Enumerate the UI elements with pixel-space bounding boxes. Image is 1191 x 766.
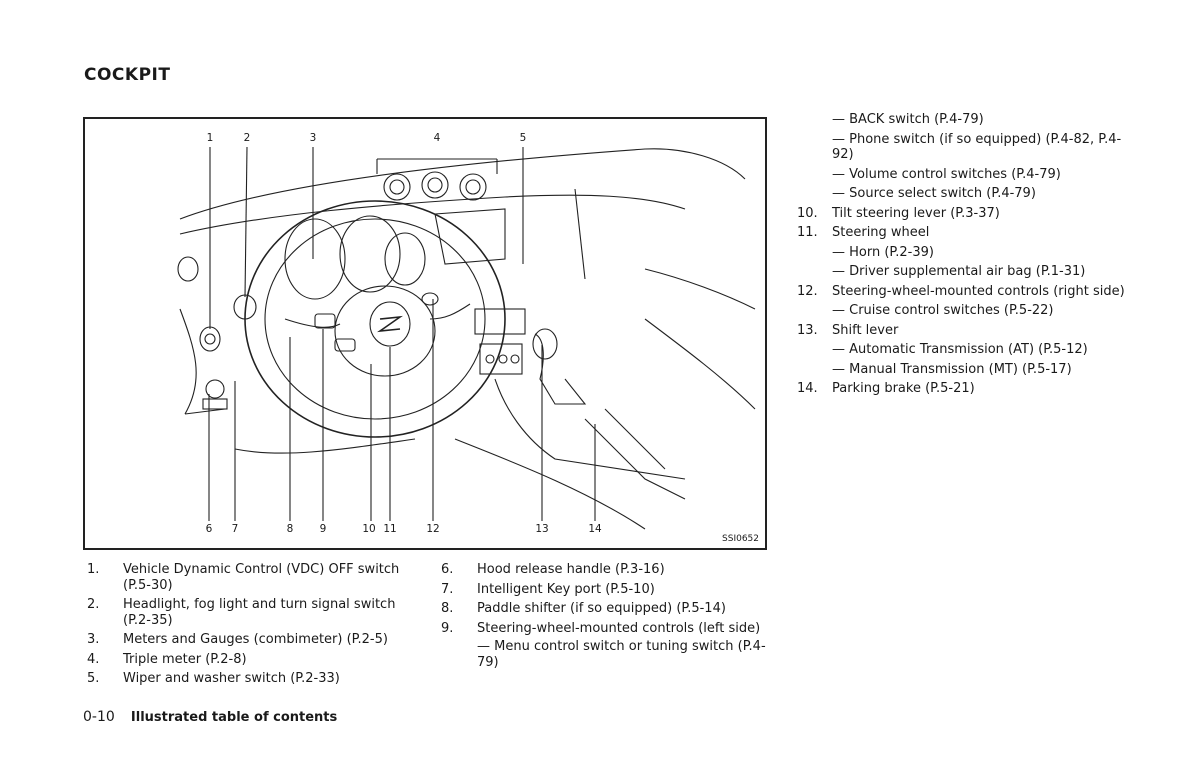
legend-item-2: 2.Headlight, fog light and turn signal s… [87,597,396,628]
legend-item-7: 7.Intelligent Key port (P.5-10) [441,581,655,597]
legend-item-9: 9.Steering-wheel-mounted controls (left … [441,621,771,671]
legend-item-1: 1.Vehicle Dynamic Control (VDC) OFF swit… [87,562,400,593]
legend-item-10: 10.Tilt steering lever (P.3-37) [797,205,1000,221]
legend-subitem-phone-switch: — Phone switch (if so equipped) (P.4-82,… [832,131,1122,163]
legend-item-3: 3.Meters and Gauges (combimeter) (P.2-5) [87,632,388,647]
callout-4: 4 [433,132,441,144]
legend-item-6: 6.Hood release handle (P.3-16) [441,562,665,577]
legend-list-middle: 6.Hood release handle (P.3-16) 7.Intelli… [441,562,771,674]
legend-subitem-air-bag: — Driver supplemental air bag (P.1-31) [832,264,1086,279]
callout-9: 9 [319,523,327,535]
page-title: COCKPIT [84,65,171,85]
legend-subitem-manual-transmission: — Manual Transmission (MT) (P.5-17) [832,361,1072,377]
legend-item-11: 11.Steering wheel [797,225,930,240]
cockpit-line-drawing [177,146,756,530]
callout-7: 7 [231,523,239,535]
callout-2: 2 [243,132,251,144]
shift-lever [534,333,587,405]
callout-6: 6 [205,523,213,535]
callout-3: 3 [309,132,317,144]
navigation-screen [434,208,506,265]
meter-left [284,218,346,300]
legend-item-4: 4.Triple meter (P.2-8) [87,651,247,667]
legend-item-13: 13.Shift lever [797,322,899,338]
triple-meter-1 [383,173,411,201]
legend-item-9-sub: — Menu control switch or tuning switch (… [477,639,766,670]
legend-list-right: — BACK switch (P.4-79) — Phone switch (i… [797,112,1127,401]
legend-subitem-cruise-control: — Cruise control switches (P.5-22) [832,303,1054,318]
callout-5: 5 [519,132,527,144]
callout-1: 1 [206,132,214,144]
cockpit-illustration: 1 2 3 4 5 6 7 8 9 10 11 12 13 14 SSI0652 [83,117,767,550]
callout-8: 8 [286,523,294,535]
parking-brake [584,418,686,500]
legend-subitem-volume-switches: — Volume control switches (P.4-79) [832,166,1061,182]
triple-meter-2 [421,171,449,199]
callout-12: 12 [426,523,440,535]
footer-section-title: Illustrated table of contents [130,710,338,725]
callout-13: 13 [535,523,549,535]
callout-11: 11 [383,523,397,535]
legend-list-left: 1.Vehicle Dynamic Control (VDC) OFF swit… [87,562,417,691]
triple-meter-3 [459,173,487,201]
dashboard-edge-line [179,194,686,235]
legend-subitem-automatic-transmission: — Automatic Transmission (AT) (P.5-12) [832,342,1088,357]
legend-subitem-source-switch: — Source select switch (P.4-79) [832,186,1036,201]
climate-controls [479,343,523,375]
legend-subitem-back-switch: — BACK switch (P.4-79) [832,112,984,127]
legend-item-12: 12.Steering-wheel-mounted controls (righ… [797,283,1125,299]
legend-item-5: 5.Wiper and washer switch (P.2-33) [87,671,340,686]
legend-subitem-horn: — Horn (P.2-39) [832,244,934,260]
legend-item-14: 14.Parking brake (P.5-21) [797,381,975,396]
callout-10: 10 [362,523,376,535]
legend-item-8: 8.Paddle shifter (if so equipped) (P.5-1… [441,601,726,616]
page-footer: 0-10 Illustrated table of contents [83,709,337,725]
meter-center [339,215,401,293]
callout-14: 14 [588,523,602,535]
steering-wheel-rim [244,200,506,438]
steering-hub [334,285,436,377]
dashboard-top-line [179,148,746,220]
footer-page-number: 0-10 [83,709,115,725]
left-air-vent [177,256,199,282]
vdc-switch-knob [199,326,221,352]
figure-id: SSI0652 [722,534,759,544]
hood-release-knob [205,379,225,399]
